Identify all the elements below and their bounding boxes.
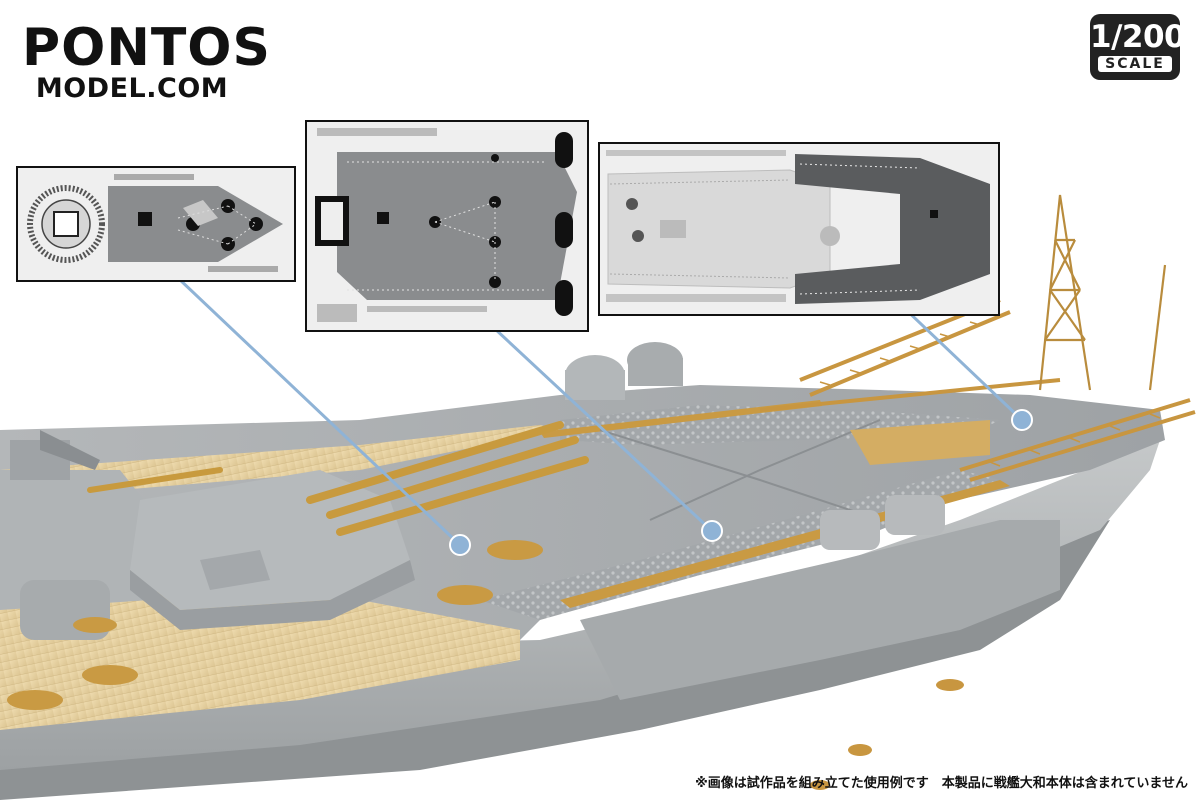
scale-ratio: 1/200 <box>1090 19 1186 55</box>
scale-word: SCALE <box>1098 56 1172 72</box>
superstructure-aft <box>0 430 160 640</box>
callout-dot-2 <box>701 520 723 542</box>
disclaimer-note: ※画像は試作品を組み立てた使用例です 本製品に戦艦大和本体は含まれていません <box>695 776 1188 791</box>
photo-etch-sheet-aft <box>18 168 294 280</box>
main-turret <box>87 421 589 630</box>
deck-plating <box>480 470 1000 620</box>
brand-logo: PONTOS MODEL.COM <box>22 18 271 104</box>
brand-name: PONTOS <box>22 18 271 78</box>
scale-badge: 1/200 SCALE <box>1090 14 1186 80</box>
secondary-turrets <box>565 342 945 550</box>
callout-dot-1 <box>449 534 471 556</box>
deck-cross-marks <box>599 419 881 521</box>
truss-braces <box>819 321 1161 467</box>
mainmast <box>1038 194 1167 391</box>
callout-dots <box>449 409 1033 556</box>
photo-etch-sheet-mid <box>307 122 587 330</box>
photo-etch-detail-panel-aft <box>16 166 296 282</box>
brass-strip-2 <box>540 400 822 438</box>
aa-gun-mounts <box>7 540 543 710</box>
photo-etch-detail-panel-fore <box>598 142 1000 316</box>
callout-line-1 <box>176 276 462 547</box>
photo-etch-sheet-fore <box>600 144 998 314</box>
propellers <box>810 679 964 790</box>
hull-bulge <box>580 520 1060 700</box>
callout-dot-3 <box>1011 409 1033 431</box>
brand-website: MODEL.COM <box>35 73 229 104</box>
callout-line-2 <box>492 326 714 533</box>
aircraft-hangar-well <box>850 420 990 465</box>
wood-deck-aft <box>0 590 520 730</box>
photo-etch-detail-panel-mid <box>305 120 589 332</box>
